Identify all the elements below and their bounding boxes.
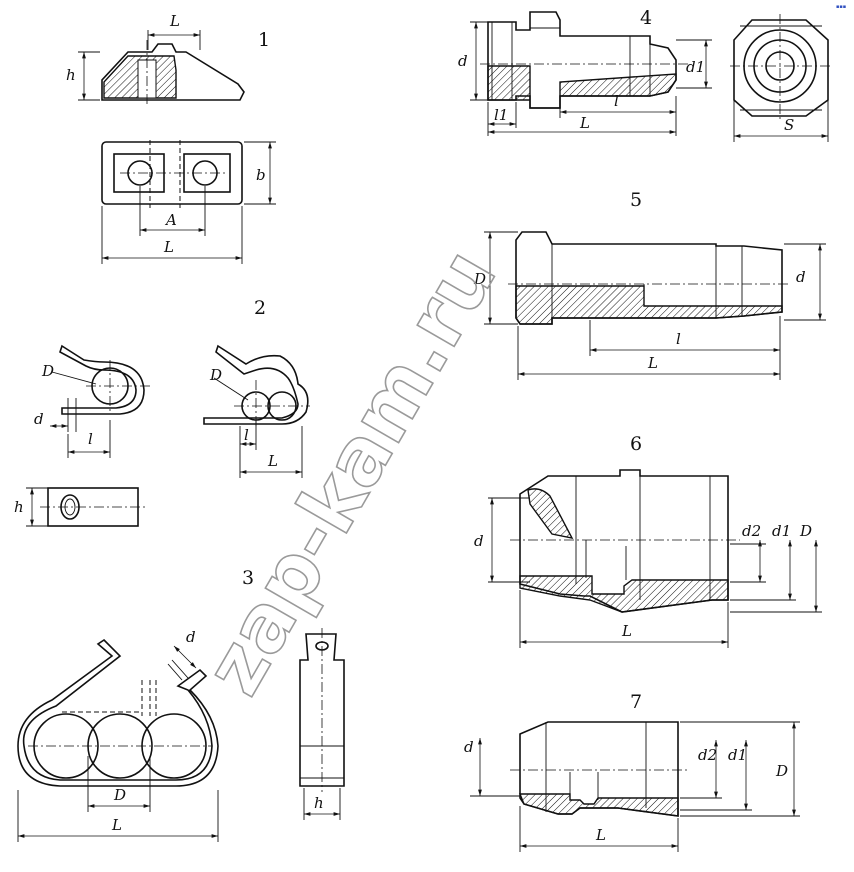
corner-mark: ▪▪▪ bbox=[836, 4, 846, 10]
dim-label-D: D bbox=[775, 762, 788, 780]
dim-label-d: d bbox=[34, 410, 44, 428]
dim-label-d1: d1 bbox=[686, 58, 705, 76]
figure-number: 5 bbox=[630, 189, 642, 211]
dim-label-D: D bbox=[113, 786, 126, 804]
dim-label-h: h bbox=[66, 66, 76, 84]
dim-label-L: L bbox=[595, 826, 606, 844]
dim-label-l2: l bbox=[244, 426, 249, 444]
dim-label-D: D bbox=[799, 522, 812, 540]
dim-label-L: L bbox=[647, 354, 658, 372]
figure-6: 6 d d2 d1 D L bbox=[474, 433, 822, 648]
dim-label-L: L bbox=[621, 622, 632, 640]
figure-number: 1 bbox=[258, 29, 270, 51]
watermark-text: zap-kam.ru bbox=[189, 235, 515, 709]
figure-7: 7 d d2 d1 D L bbox=[464, 691, 800, 852]
dim-label-d: d bbox=[464, 738, 474, 756]
figure-5: 5 D d l L bbox=[473, 189, 826, 380]
dim-label-d: d bbox=[186, 628, 196, 646]
dim-label-l1: l1 bbox=[494, 106, 508, 124]
dim-label-D: D bbox=[473, 270, 486, 288]
dim-label-d2: d2 bbox=[698, 746, 717, 764]
dim-label-d: d bbox=[474, 532, 484, 550]
figure-1: 1 L h b A L bbox=[66, 12, 276, 264]
dim-label-d1: d1 bbox=[728, 746, 747, 764]
figure-number: 2 bbox=[254, 297, 266, 319]
dim-label-d2: d2 bbox=[742, 522, 761, 540]
figure-number: 4 bbox=[640, 7, 652, 29]
dim-label-A: A bbox=[164, 211, 177, 229]
figure-number: 6 bbox=[630, 433, 642, 455]
dim-label-d: d bbox=[458, 52, 468, 70]
dim-label-l: l bbox=[676, 330, 681, 348]
dim-label-L2: L bbox=[163, 238, 174, 256]
dim-label-h: h bbox=[314, 794, 324, 812]
figure-2: 2 D d l D l L bbox=[14, 297, 310, 527]
dim-label-D: D bbox=[41, 362, 54, 380]
dim-label-D2: D bbox=[209, 366, 222, 384]
dim-label-d1: d1 bbox=[772, 522, 791, 540]
dim-label-l: l bbox=[88, 430, 93, 448]
dim-label-b: b bbox=[256, 166, 266, 184]
dim-label-L: L bbox=[267, 452, 278, 470]
dim-label-h: h bbox=[14, 498, 24, 516]
dim-label-L: L bbox=[169, 12, 180, 30]
dim-label-l: l bbox=[614, 92, 619, 110]
figure-number: 7 bbox=[630, 691, 642, 713]
figure-number: 3 bbox=[242, 567, 254, 589]
figure-3: 3 d D L h bbox=[17, 567, 345, 842]
dim-label-S: S bbox=[784, 116, 794, 134]
figure-4: 4 d d1 l1 l L bbox=[458, 7, 832, 142]
dim-label-L: L bbox=[579, 114, 590, 132]
dim-label-L: L bbox=[111, 816, 122, 834]
dim-label-d: d bbox=[796, 268, 806, 286]
